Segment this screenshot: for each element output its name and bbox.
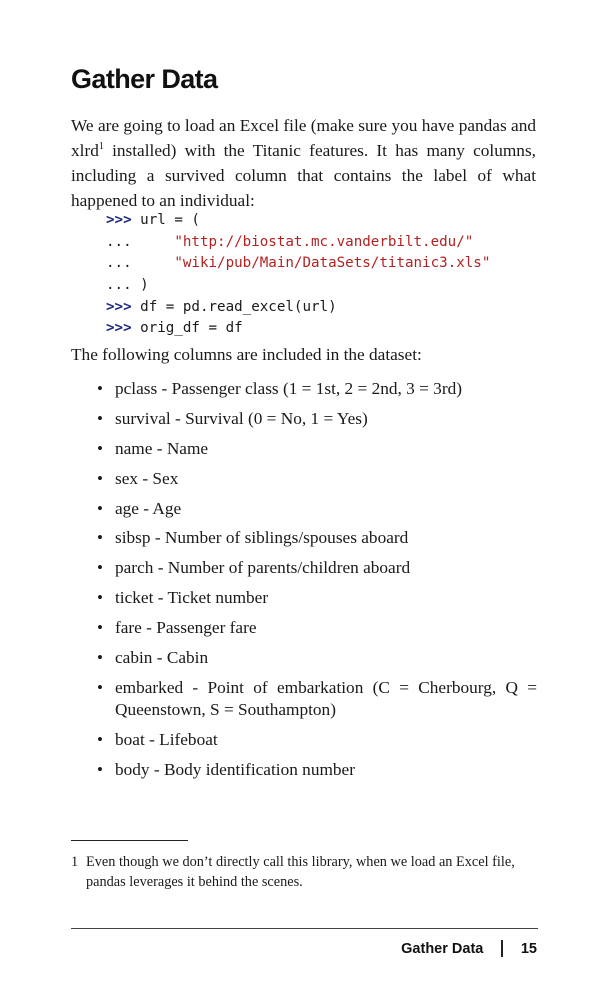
code-line: ... "http://biostat.mc.vanderbilt.edu/" [106,232,490,254]
bullet-icon: • [97,677,103,697]
list-item: • parch - Number of parents/children aboa… [97,557,537,580]
bullet-icon: • [97,438,103,458]
list-item: • sex - Sex [97,468,537,491]
footnote: 1 Even though we don’t directly call thi… [71,852,536,892]
code-line: >>> df = pd.read_excel(url) [106,297,490,319]
footer-separator [501,940,503,957]
list-item-text: embarked - Point of embarkation (C = Che… [115,677,537,720]
bullet-icon: • [97,468,103,488]
intro-paragraph: We are going to load an Excel file (make… [71,113,536,213]
columns-list: • pclass - Passenger class (1 = 1st, 2 = … [97,378,537,789]
list-item-text: parch - Number of parents/children aboar… [115,558,411,578]
footnote-divider [71,840,188,841]
code-line: ... "wiki/pub/Main/DataSets/titanic3.xls… [106,253,490,275]
running-footer: Gather Data 15 [401,940,537,957]
intro-text-start: We are going to load an Excel file (make… [71,116,536,160]
list-item: • fare - Passenger fare [97,617,537,640]
list-item-text: survival - Survival (0 = No, 1 = Yes) [115,408,368,428]
page-number: 15 [520,940,537,957]
code-line: ... ) [106,275,490,297]
list-item: • embarked - Point of embarkation (C = Ch… [97,677,537,722]
footnote-text: Even though we don’t directly call this … [86,854,515,890]
code-prompt: >>> [106,320,132,337]
list-item: • sibsp - Number of siblings/spouses aboa… [97,527,537,550]
list-item: • cabin - Cabin [97,647,537,670]
bullet-icon: • [97,618,103,638]
section-heading: Gather Data [71,64,218,94]
code-prompt: ... [106,255,132,272]
code-string: "wiki/pub/Main/DataSets/titanic3.xls" [174,255,491,272]
bullet-icon: • [97,528,103,548]
list-item-text: sibsp - Number of siblings/spouses aboar… [115,528,409,548]
list-item-text: pclass - Passenger class (1 = 1st, 2 = 2… [115,379,462,398]
code-text [132,255,175,271]
list-item: • ticket - Ticket number [97,587,537,610]
bullet-icon: • [97,408,103,428]
bullet-icon: • [97,760,103,780]
code-string: "http://biostat.mc.vanderbilt.edu/" [174,233,474,250]
code-block: >>> url = (... "http://biostat.mc.vander… [106,210,490,340]
bullet-icon: • [97,558,103,578]
footer-divider [71,928,538,929]
bullet-icon: • [97,498,103,518]
columns-intro-text: The following columns are included in th… [71,345,422,364]
code-prompt: ... [106,277,132,294]
list-item: • age - Age [97,498,537,521]
code-line: >>> orig_df = df [106,318,490,340]
list-item-text: fare - Passenger fare [115,618,257,638]
list-item-text: ticket - Ticket number [115,588,269,608]
code-text: ) [131,277,149,294]
code-line: >>> url = ( [106,210,490,232]
list-item: • survival - Survival (0 = No, 1 = Yes) [97,408,537,431]
bullet-icon: • [97,588,103,608]
intro-text-end: installed) with the Titanic features. It… [71,141,536,210]
code-text: df = pd.read_excel(url) [131,298,337,315]
list-item-text: sex - Sex [115,468,179,488]
bullet-icon: • [97,648,103,668]
list-item: • boat - Lifeboat [97,729,537,752]
list-item-text: age - Age [115,498,182,518]
code-prompt: ... [106,233,132,250]
list-item-text: cabin - Cabin [115,648,209,668]
footer-section-title: Gather Data [401,940,484,957]
code-text [132,234,175,250]
list-item: • name - Name [97,438,537,461]
list-item-text: name - Name [115,438,209,458]
list-item: • pclass - Passenger class (1 = 1st, 2 = … [97,378,537,401]
list-item: • body - Body identification number [97,759,537,782]
footnote-reference[interactable]: 1 [98,141,104,153]
footnote-number: 1 [71,854,79,870]
code-prompt: >>> [106,298,132,315]
code-prompt: >>> [106,212,132,228]
code-text: orig_df = df [131,320,243,337]
bullet-icon: • [97,730,103,750]
list-item-text: boat - Lifeboat [115,730,218,750]
list-item-text: body - Body identification number [115,760,355,780]
bullet-icon: • [97,379,103,398]
code-text: url = ( [131,212,200,228]
